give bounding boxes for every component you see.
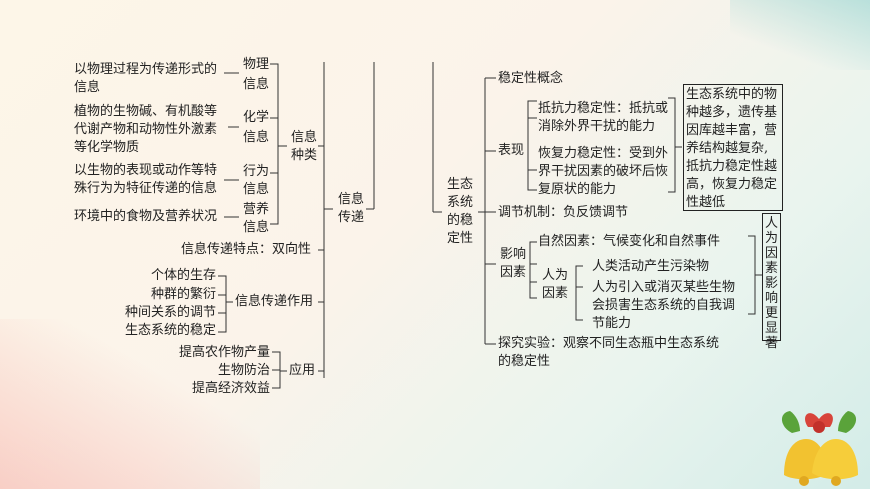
info-type-1-example-line-2: 信息 (74, 80, 101, 95)
info-type-2-label-line-1: 化学 (243, 110, 270, 125)
christmas-bells-icon (781, 411, 858, 486)
info-type-3-label-line-2: 信息 (243, 182, 270, 197)
applications-label: 应用 (289, 363, 316, 378)
info-type-4-label-line-2: 信息 (243, 220, 270, 235)
note-line-1: 生态系统中的物 (686, 87, 778, 102)
application-item-3: 提高经济效益 (191, 381, 270, 396)
background-corner-teal (730, 0, 870, 70)
species-diversity-note-box: 生态系统中的物 种越多，遗传基 因库越丰富，营 养结构越复杂, 抵抗力稳定性越 … (683, 84, 783, 211)
info-type-4-label-line-1: 营养 (243, 202, 270, 217)
info-type-3-example-line-2: 殊行为为特征传递的信息 (74, 181, 218, 196)
functions-label: 信息传递作用 (235, 294, 314, 309)
human-impact-note-box: 人为因素影响更显著 (762, 213, 781, 351)
human-factor-label: 人为因素 (541, 268, 568, 301)
note-line-3: 因库越丰富，营 (686, 123, 778, 138)
regulation-mechanism: 调节机制：负反馈调节 (498, 205, 629, 220)
experiment-line-1: 探究实验：观察不同生态瓶中生态系统 (498, 336, 720, 351)
note-line-2: 种越多，遗传基 (686, 105, 778, 120)
human-item-1: 人类活动产生污染物 (592, 259, 710, 274)
resilience-line-1: 恢复力稳定性：受到外 (538, 146, 669, 161)
info-type-1-label-line-1: 物理 (243, 57, 270, 72)
left-root-label: 信息传递 (337, 192, 364, 225)
info-type-2-example-line-3: 等化学物质 (74, 140, 140, 155)
experiment-line-2: 的稳定性 (498, 354, 551, 369)
info-type-1-example-line-1: 以物理过程为传递形式的 (74, 62, 218, 77)
stability-concept: 稳定性概念 (498, 71, 564, 86)
human-item-2-line-3: 节能力 (592, 316, 632, 331)
function-item-3: 种间关系的调节 (124, 305, 216, 320)
factors-label: 影响因素 (499, 247, 526, 280)
natural-factor: 自然因素：气候变化和自然事件 (538, 234, 721, 249)
application-item-1: 提高农作物产量 (178, 345, 270, 360)
resilience-line-2: 界干扰因素的破坏后恢 (538, 164, 669, 179)
info-type-2-example-line-1: 植物的生物碱、有机酸等 (74, 104, 218, 119)
function-item-4: 生态系统的稳定 (124, 323, 216, 338)
info-transfer-feature: 信息传递特点：双向性 (181, 242, 312, 257)
info-type-2-example-line-2: 代谢产物和动物性外激素 (74, 122, 218, 137)
note-line-7: 性越低 (686, 195, 726, 210)
info-type-2-label-line-2: 信息 (243, 130, 270, 145)
resilience-line-3: 复原状的能力 (538, 182, 617, 197)
human-item-2-line-2: 会损害生态系统的自我调 (592, 298, 736, 313)
info-type-4-example: 环境中的食物及营养状况 (74, 209, 218, 224)
right-root-label: 生态系统的稳定性 (446, 177, 473, 246)
performance-label: 表现 (498, 143, 525, 158)
resistance-line-1: 抵抗力稳定性：抵抗或 (538, 101, 669, 116)
human-item-2-line-1: 人为引入或消灭某些生物 (592, 280, 736, 295)
background-corner-pink (0, 319, 260, 489)
note-line-4: 养结构越复杂, (686, 141, 769, 156)
info-type-3-label-line-1: 行为 (243, 164, 270, 179)
note-line-6: 高，恢复力稳定 (686, 177, 778, 192)
resistance-line-2: 消除外界干扰的能力 (538, 119, 656, 134)
info-type-3-example-line-1: 以生物的表现或动作等特 (74, 163, 218, 178)
function-item-2: 种群的繁衍 (150, 287, 216, 302)
info-type-1-label-line-2: 信息 (243, 77, 270, 92)
application-item-2: 生物防治 (217, 363, 270, 378)
function-item-1: 个体的生存 (150, 268, 216, 283)
human-impact-note: 人为因素影响更显著 (764, 216, 778, 351)
note-line-5: 抵抗力稳定性越 (686, 159, 778, 174)
info-types-label: 信息种类 (290, 130, 317, 163)
